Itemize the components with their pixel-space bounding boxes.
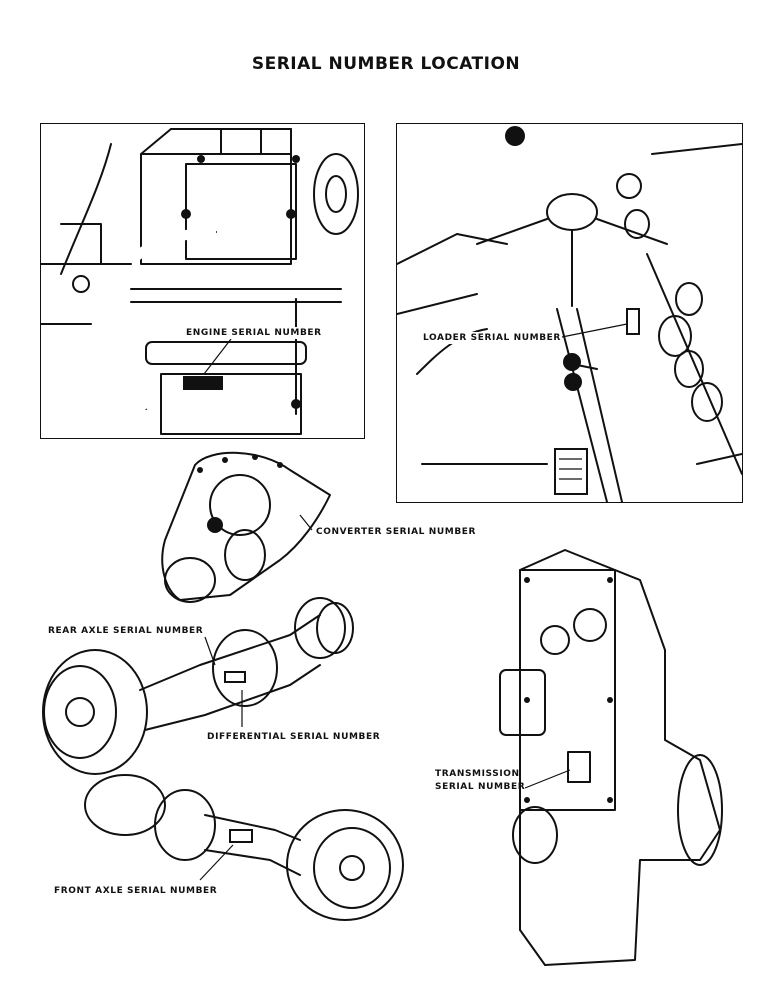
dashboard-drawing — [397, 126, 742, 502]
converter-drawing — [161, 451, 331, 603]
converter-serial-number-label: CONVERTER SERIAL NUMBER — [316, 527, 477, 537]
loader-serial-number-label: LOADER SERIAL NUMBER — [423, 332, 561, 344]
rear-axle-serial-number-label: REAR AXLE SERIAL NUMBER — [48, 626, 204, 636]
engine-drawing — [41, 128, 359, 435]
transmission-serial-number-label-line1: TRANSMISSION — [435, 769, 520, 779]
loader-illustration-panel: LOADER SERIAL NUMBER — [396, 123, 743, 503]
front-axle-serial-number-label: FRONT AXLE SERIAL NUMBER — [54, 886, 218, 896]
differential-serial-number-label: DIFFERENTIAL SERIAL NUMBER — [207, 732, 381, 742]
front-axle-drawing — [84, 774, 404, 921]
page-title: SERIAL NUMBER LOCATION — [251, 54, 521, 74]
transmission-drawing — [499, 549, 723, 966]
engine-illustration-panel: ENGINE SERIAL NUMBER — [40, 123, 365, 439]
transmission-serial-number-label-line2: SERIAL NUMBER — [435, 782, 526, 792]
engine-serial-number-label: ENGINE SERIAL NUMBER — [186, 327, 322, 339]
